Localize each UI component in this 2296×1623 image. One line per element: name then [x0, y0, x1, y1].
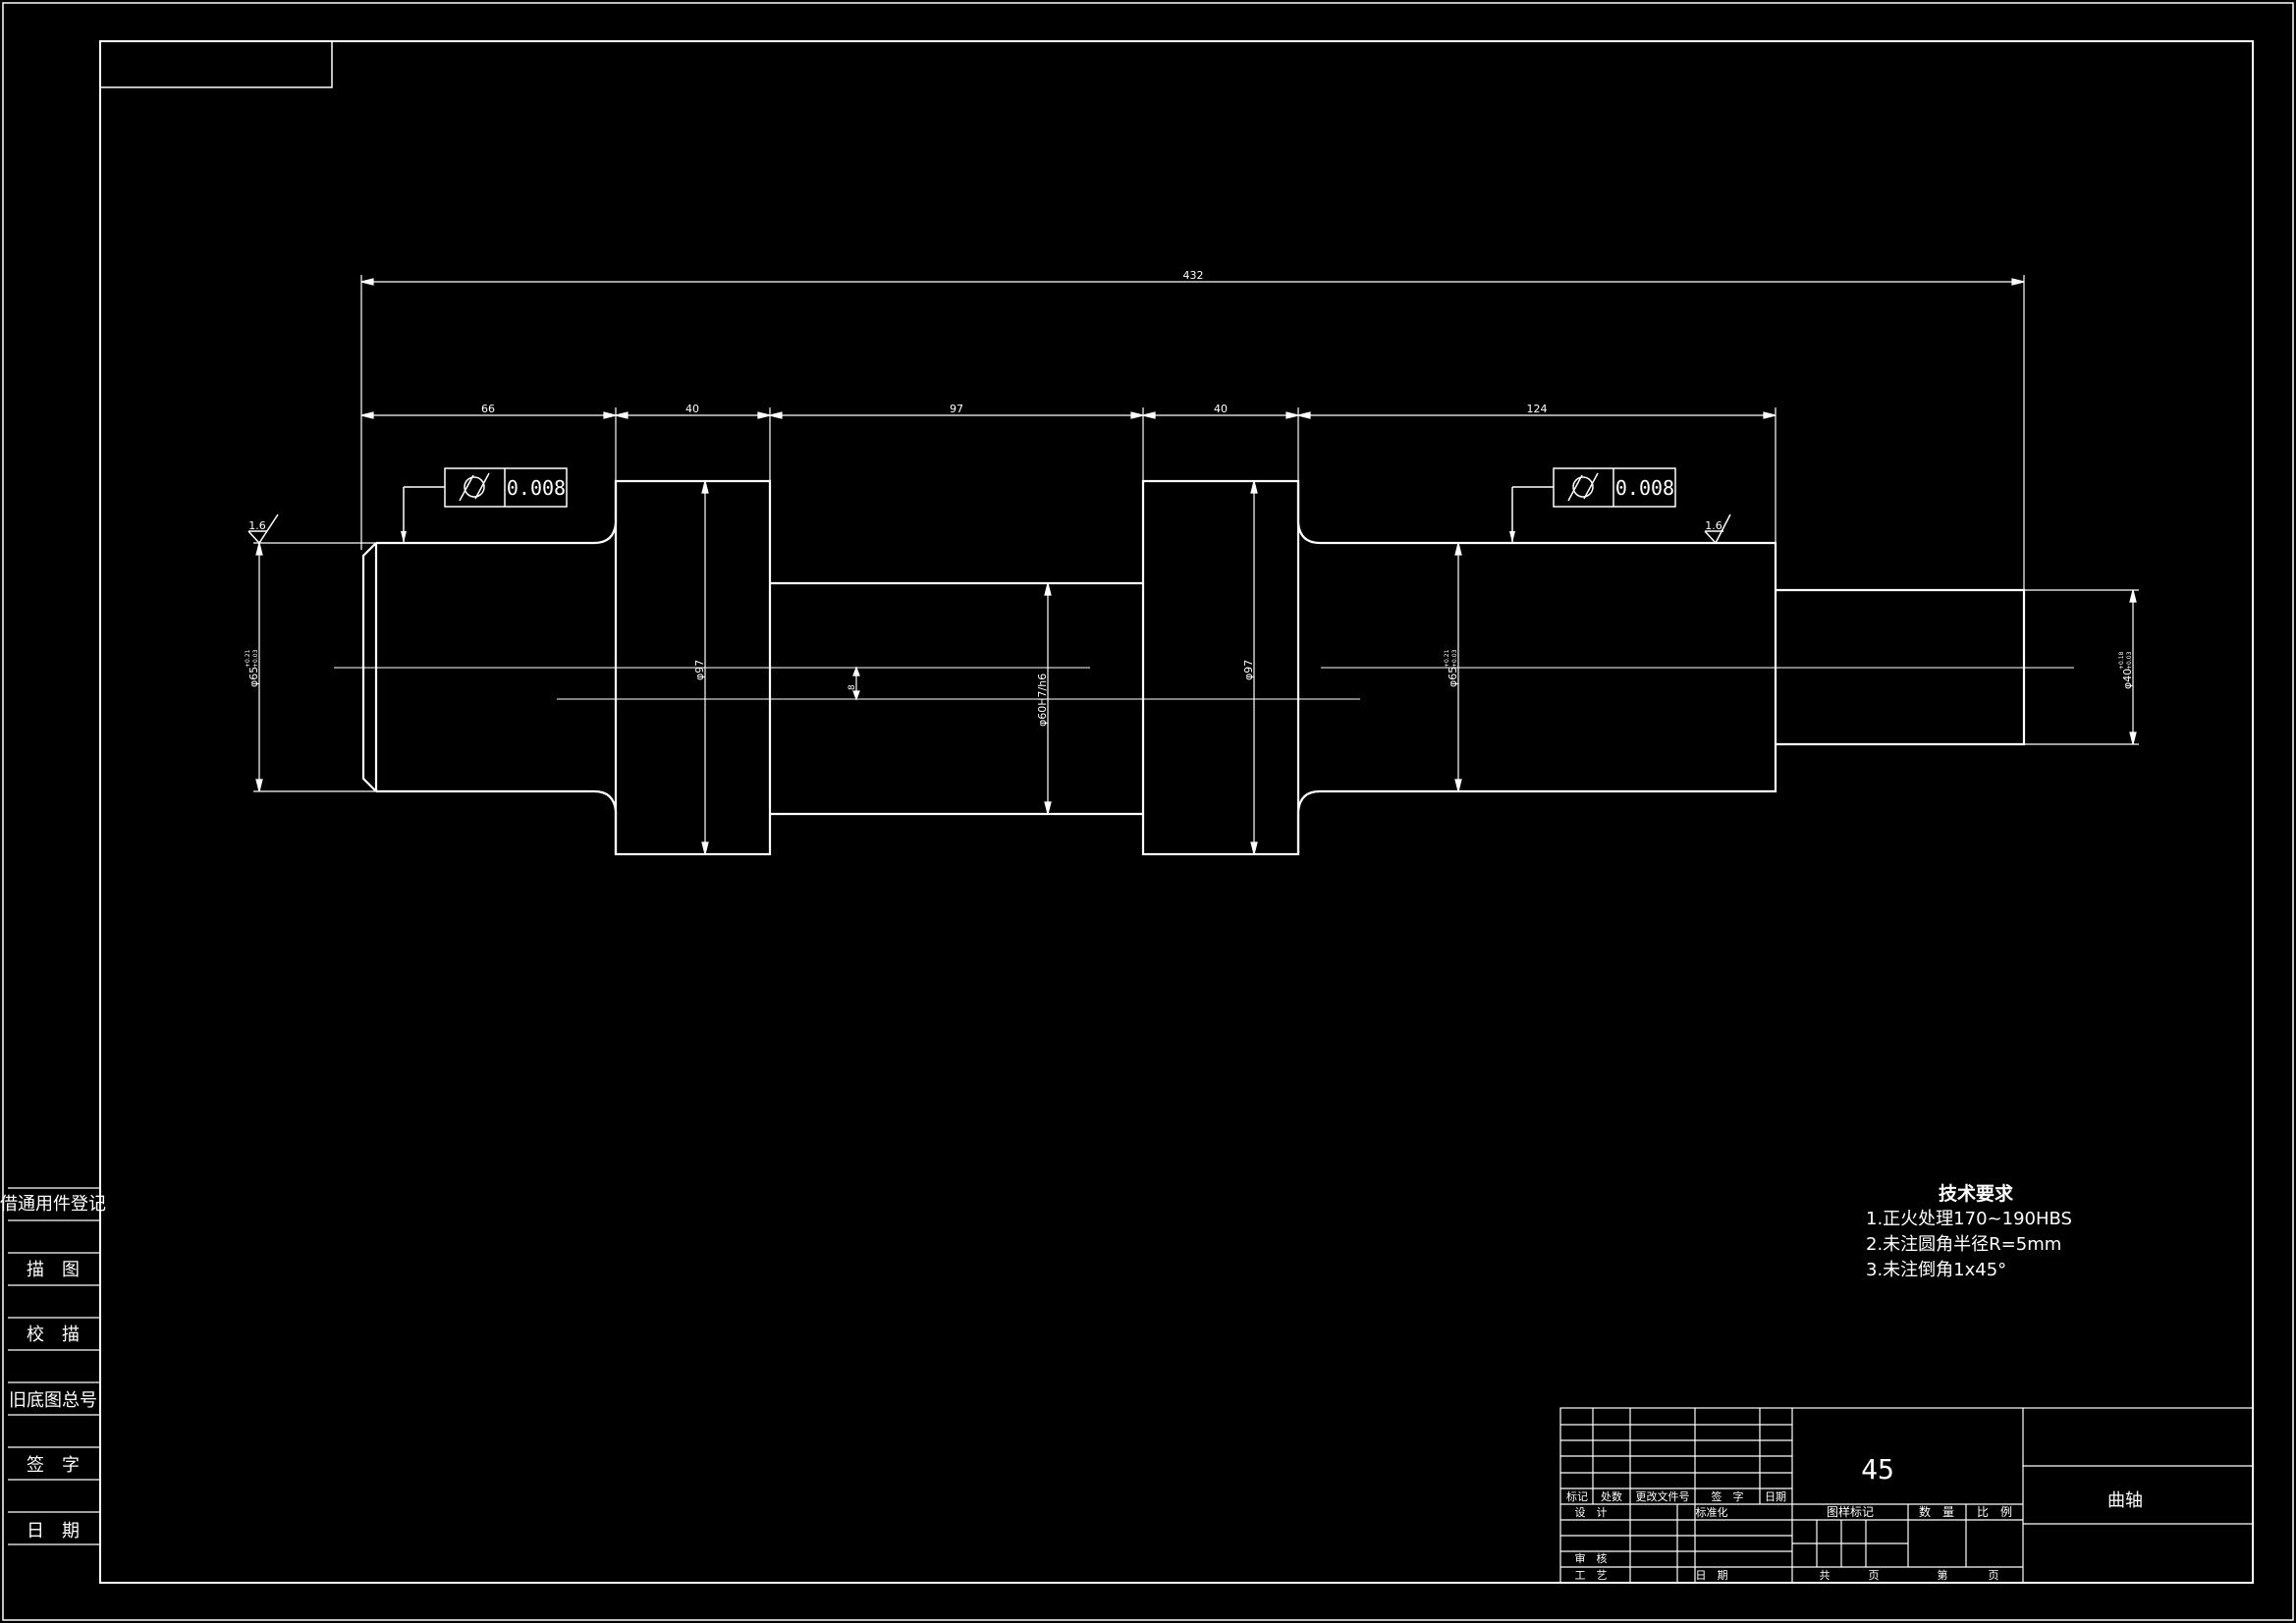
- tech-req-item-1: 1.正火处理170~190HBS: [1866, 1209, 2072, 1229]
- dim-end-tol-upper: +0.18: [2118, 651, 2125, 670]
- sidebar-label-check: 校 描: [27, 1325, 80, 1345]
- roughness-value-right: 1.6: [1705, 519, 1722, 532]
- dim-seg-97: 97: [950, 403, 963, 415]
- sidebar-table: [8, 1187, 100, 1545]
- tolerance-value-left: 0.008: [507, 476, 566, 500]
- title-block: [1559, 1407, 2254, 1584]
- tb-label-signature: 签 字: [1712, 1489, 1744, 1503]
- sidebar-label-old-number: 旧底图总号: [9, 1390, 97, 1411]
- dim-left-journal-group: φ65 +0.21 +0.03: [245, 649, 260, 687]
- tb-page-unit: 页: [1989, 1569, 1999, 1582]
- tb-date: 日 期: [1696, 1569, 1728, 1582]
- dim-seg-40-left: 40: [685, 403, 699, 415]
- tb-review: 审 核: [1575, 1551, 1608, 1565]
- sidebar-label-signature: 签 字: [27, 1455, 80, 1476]
- tb-total: 共: [1820, 1569, 1831, 1582]
- dim-right-tol-upper: +0.21: [1444, 649, 1450, 668]
- tb-label-date: 日期: [1765, 1490, 1786, 1503]
- centerlines: [334, 667, 2074, 700]
- dim-seg-124: 124: [1527, 403, 1548, 415]
- tb-design: 设 计: [1575, 1506, 1608, 1519]
- dim-end: φ40: [2121, 669, 2134, 689]
- tb-standardize: 标准化: [1696, 1505, 1728, 1519]
- dim-end-tol-lower: +0.03: [2126, 651, 2133, 670]
- tb-weight: 数 量: [1919, 1504, 1954, 1519]
- dim-offset: 8: [847, 684, 857, 690]
- cylindricity-icon: [464, 476, 485, 498]
- right-web: [1141, 479, 1300, 856]
- dim-right-journal: φ65: [1447, 667, 1459, 687]
- dim-left-journal: φ65: [247, 667, 260, 687]
- tolerance-frame-left: [403, 467, 568, 543]
- crank-pin: [770, 581, 1143, 816]
- tb-process: 工 艺: [1575, 1569, 1608, 1582]
- tech-req-title: 技术要求: [1939, 1182, 2014, 1205]
- tb-sheet-unit: 页: [1869, 1569, 1880, 1582]
- diameter-dimensions: [253, 480, 2139, 855]
- tb-scale: 比 例: [1977, 1505, 2012, 1519]
- dim-seg-40-right: 40: [1214, 403, 1228, 415]
- roughness-symbol-right: [1704, 514, 1731, 545]
- dim-left-tol-lower: +0.03: [252, 649, 259, 668]
- tolerance-frame-right: [1511, 467, 1676, 543]
- tb-label-change-doc: 更改文件号: [1636, 1489, 1690, 1503]
- horizontal-dimensions: [360, 275, 2025, 590]
- tb-label-count: 处数: [1601, 1490, 1622, 1503]
- dim-web-left: φ97: [693, 660, 706, 680]
- dim-seg-66: 66: [481, 403, 495, 415]
- dim-right-journal-group: φ65 +0.21 +0.03: [1444, 649, 1459, 687]
- roughness-value-left: 1.6: [248, 519, 266, 532]
- tb-label-mark: 标记: [1566, 1489, 1588, 1503]
- dim-web-right: φ97: [1242, 660, 1255, 680]
- cylindricity-icon: [1572, 476, 1594, 498]
- tech-req-item-3: 3.未注倒角1x45°: [1866, 1260, 2006, 1280]
- sidebar-label-date: 日 期: [27, 1521, 80, 1542]
- tb-no: 第: [1938, 1568, 1948, 1582]
- sidebar-label-trace: 描 图: [27, 1260, 80, 1280]
- dim-pin: φ60H7/h6: [1036, 674, 1049, 727]
- tb-stage-mark: 图样标记: [1827, 1504, 1874, 1519]
- dim-right-tol-lower: +0.03: [1451, 649, 1458, 668]
- roughness-symbol-left: [247, 514, 279, 545]
- tolerance-arrow-right: [1509, 531, 1515, 543]
- dim-overall-432: 432: [1183, 269, 1204, 282]
- dim-left-tol-upper: +0.21: [245, 649, 251, 668]
- inner-frame: [99, 40, 2254, 1584]
- code-box: [99, 40, 333, 88]
- sidebar-label-borrow: 借通用件登记: [0, 1194, 106, 1215]
- dim-end-group: φ40 +0.18 +0.03: [2118, 651, 2134, 689]
- material: 45: [1861, 1453, 1894, 1486]
- tech-req-item-2: 2.未注圆角半径R=5mm: [1866, 1234, 2061, 1255]
- part-name: 曲轴: [2107, 1490, 2143, 1511]
- tolerance-value-right: 0.008: [1615, 476, 1674, 500]
- tolerance-arrow-left: [401, 531, 407, 543]
